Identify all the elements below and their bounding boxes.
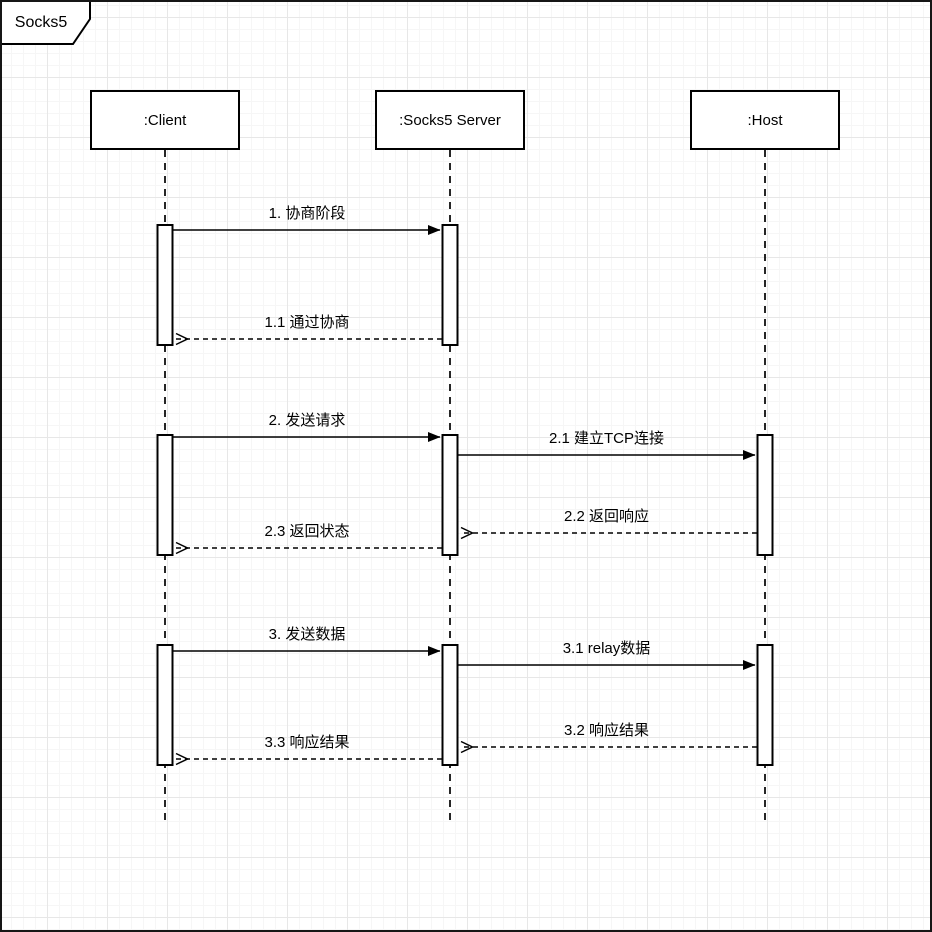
activation-host-phase2 — [756, 434, 774, 556]
activation-client-phase2 — [156, 434, 174, 556]
actor-box-host: :Host — [690, 90, 840, 150]
message-label-3-2: 3.2 响应结果 — [563, 722, 650, 739]
activation-host-phase3 — [756, 644, 774, 766]
message-label-2-3: 2.3 返回状态 — [264, 523, 350, 540]
activation-server-phase1 — [441, 224, 459, 346]
message-label-3-1: 3.1 relay数据 — [562, 640, 651, 657]
message-label-3-3: 3.3 响应结果 — [264, 734, 350, 751]
activation-client-phase1 — [156, 224, 174, 346]
activation-server-phase3 — [441, 644, 459, 766]
message-label-2-2: 2.2 返回响应 — [563, 508, 650, 525]
frame-tab — [2, 2, 91, 45]
activation-server-phase2 — [441, 434, 459, 556]
message-label-1: 1. 协商阶段 — [268, 205, 346, 222]
message-label-2: 2. 发送请求 — [268, 412, 346, 429]
actor-label-host: :Host — [747, 111, 783, 129]
actor-label-server: :Socks5 Server — [399, 111, 501, 129]
frame-title: Socks5 — [14, 14, 68, 31]
actor-label-client: :Client — [143, 111, 187, 129]
actor-box-client: :Client — [90, 90, 240, 150]
message-label-3: 3. 发送数据 — [268, 626, 346, 643]
message-label-2-1: 2.1 建立TCP连接 — [548, 430, 665, 447]
actor-box-server: :Socks5 Server — [375, 90, 525, 150]
message-label-1-1: 1.1 通过协商 — [264, 314, 350, 331]
activation-client-phase3 — [156, 644, 174, 766]
